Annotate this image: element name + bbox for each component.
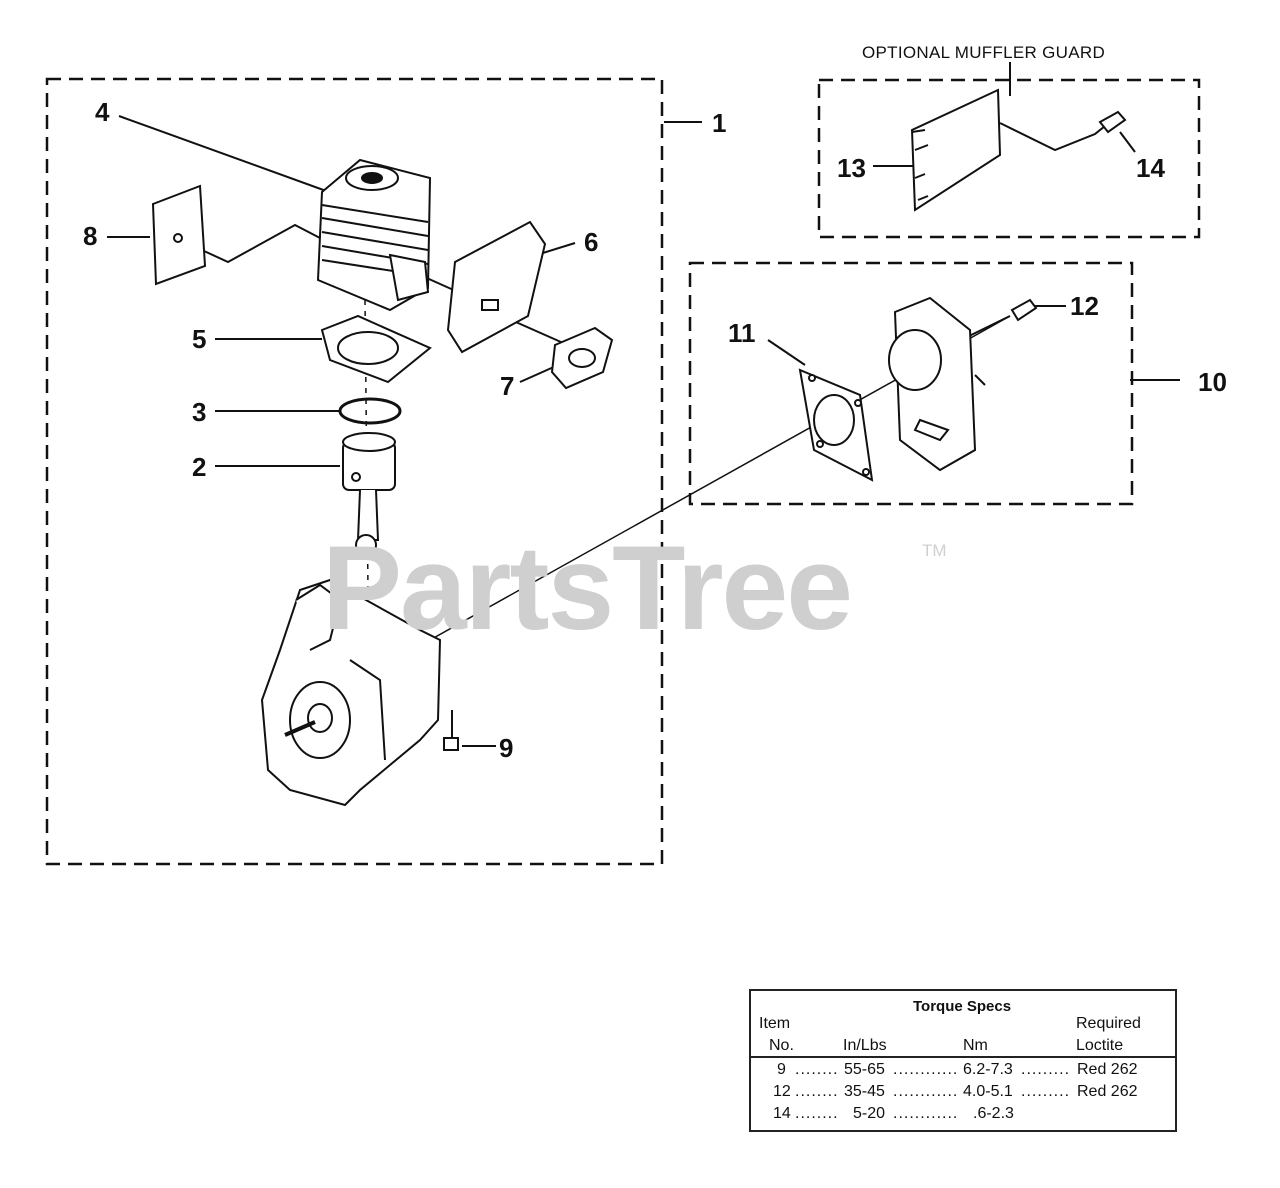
callout-10: 10	[1198, 367, 1227, 397]
row-12-item: 12	[773, 1083, 791, 1100]
row-12-loctite: Red 262	[1077, 1083, 1138, 1100]
row-9-inlbs: 55-65	[844, 1061, 885, 1078]
part-4-cylinder	[316, 158, 432, 312]
assembly-box-muffler	[688, 261, 1134, 506]
row-9-item: 9	[777, 1061, 786, 1078]
part-14-screw	[1098, 110, 1127, 134]
callout-11: 11	[728, 318, 756, 348]
callout-4: 4	[95, 97, 110, 127]
part-2-piston	[342, 432, 396, 556]
callout-8: 8	[83, 221, 98, 251]
callout-9: 9	[499, 733, 514, 763]
crankcase	[260, 578, 459, 807]
callout-6: 6	[584, 227, 599, 257]
header-inlbs: In/Lbs	[843, 1037, 887, 1054]
torque-specs-table: Torque Specs Item Required No. In/Lbs Nm…	[749, 989, 1177, 1132]
watermark-trademark: TM	[922, 541, 947, 560]
callout-12: 12	[1070, 291, 1099, 321]
row-9-loctite: Red 262	[1077, 1061, 1138, 1078]
header-loctite-bottom: Loctite	[1076, 1037, 1124, 1054]
muffler-body	[888, 296, 986, 472]
header-nm: Nm	[963, 1037, 988, 1054]
part-7-intake-gasket	[550, 326, 614, 390]
callout-7: 7	[500, 371, 515, 401]
callout-2: 2	[192, 452, 207, 482]
part-13-muffler-guard	[910, 88, 1002, 212]
header-item-top: Item	[759, 1015, 791, 1032]
callout-13: 13	[837, 153, 866, 183]
part-11-muffler-gasket	[798, 368, 874, 482]
callout-5: 5	[192, 324, 207, 354]
row-12-inlbs: 35-45	[844, 1083, 885, 1100]
assembly-box-cylinder	[45, 77, 664, 866]
callout-14: 14	[1136, 153, 1165, 183]
part-5-cylinder-gasket	[320, 314, 432, 384]
optional-muffler-guard-label: OPTIONAL MUFFLER GUARD	[862, 43, 1106, 62]
torque-specs-title: Torque Specs	[913, 998, 1012, 1015]
header-loctite-top: Required	[1076, 1015, 1141, 1032]
row-12-nm: 4.0-5.1	[963, 1083, 1013, 1100]
callout-1: 1	[712, 108, 727, 138]
row-14-nm: .6-2.3	[973, 1105, 1014, 1122]
watermark: PartsTree	[322, 521, 853, 655]
part-6-heat-shield	[446, 220, 547, 354]
row-9-nm: 6.2-7.3	[963, 1061, 1013, 1078]
row-14-item: 14	[773, 1105, 791, 1122]
part-8-shield-plate	[151, 184, 207, 286]
part-12-screw	[1010, 298, 1038, 322]
part-3-piston-ring	[338, 397, 402, 425]
callout-3: 3	[192, 397, 207, 427]
row-14-inlbs: 5-20	[853, 1105, 886, 1122]
header-item-bottom: No.	[769, 1037, 794, 1054]
